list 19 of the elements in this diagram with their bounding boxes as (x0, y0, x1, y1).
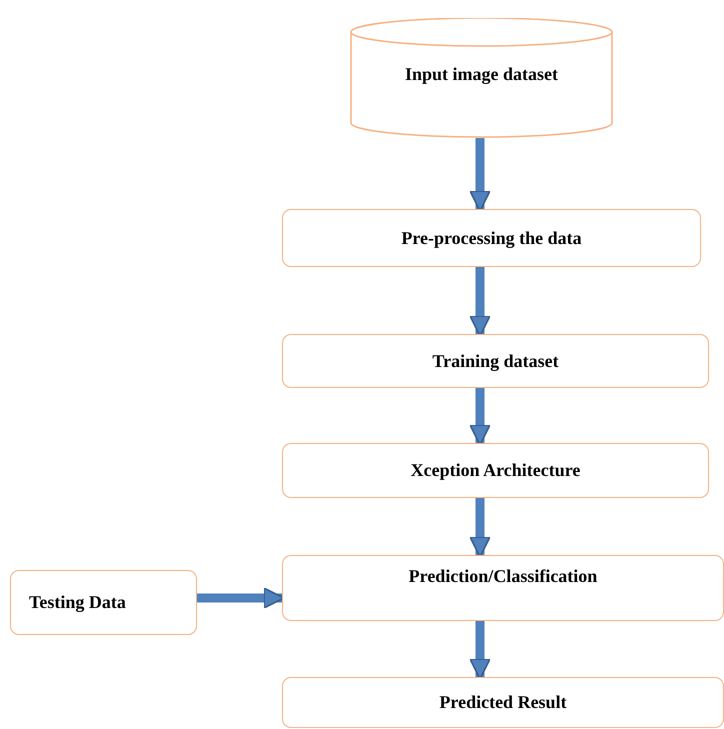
node-label: Training dataset (432, 350, 559, 372)
process-box (282, 334, 709, 388)
database-cylinder (350, 18, 613, 138)
process-box (282, 209, 701, 267)
process-box (282, 677, 724, 728)
arrow (469, 621, 491, 680)
node-label: Input image dataset (404, 64, 558, 85)
arrow (469, 498, 491, 558)
node-label: Prediction/Classification (408, 566, 598, 587)
node-label: Xception Architecture (410, 460, 580, 481)
node-label: Predicted Result (439, 692, 567, 713)
arrow (469, 267, 491, 337)
node-label: Testing Data (29, 592, 126, 613)
process-box (282, 555, 724, 621)
process-box (282, 443, 709, 498)
process-box (10, 570, 197, 635)
arrow (469, 138, 491, 212)
arrow (469, 388, 491, 446)
node-label: Pre-processing the data (401, 228, 582, 248)
